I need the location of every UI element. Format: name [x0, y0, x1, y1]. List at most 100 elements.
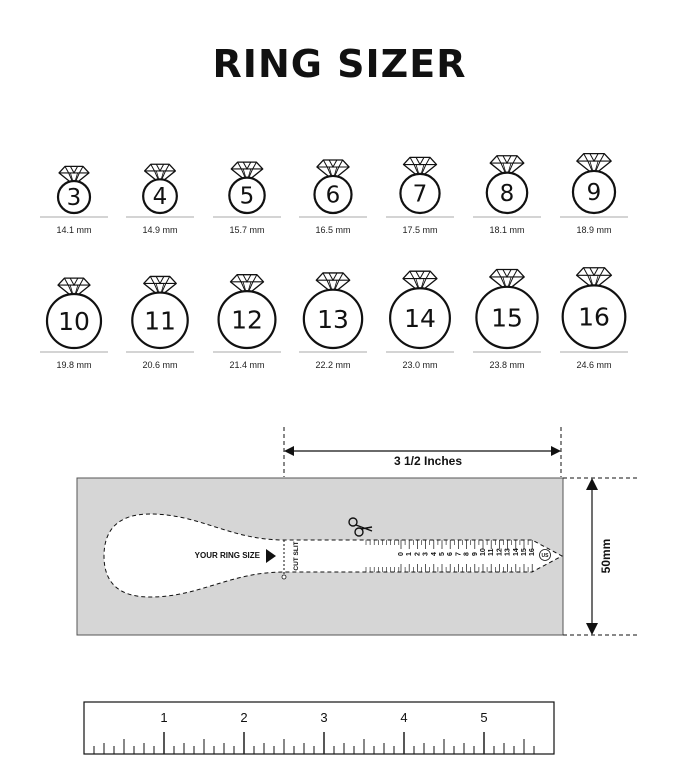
arrowhead-left-icon — [284, 446, 294, 456]
strip-scale-number: 3 — [423, 552, 430, 556]
ring-mm-label: 22.2 mm — [315, 360, 350, 370]
height-label: 50mm — [599, 539, 613, 574]
ring-circle — [571, 169, 617, 215]
ring-mm-label: 18.1 mm — [489, 225, 524, 235]
ring-circle — [302, 288, 364, 350]
arrowhead-right-icon — [551, 446, 561, 456]
inch-ruler — [83, 701, 555, 755]
strip-scale-number: 7 — [455, 552, 462, 556]
ruler-number: 1 — [160, 710, 167, 725]
ring-mm-label: 20.6 mm — [142, 360, 177, 370]
ring-mm-label: 23.0 mm — [402, 360, 437, 370]
ring-size-number: 6 — [326, 182, 341, 208]
pointer-arrow-icon — [266, 549, 276, 563]
ruler-number: 4 — [400, 710, 407, 725]
ring-circle — [485, 171, 529, 215]
ring-size-number: 14 — [404, 304, 436, 333]
ring-circle — [45, 292, 103, 350]
width-dimension: 3 1/2 Inches — [283, 427, 562, 477]
height-dimension: 50mm — [563, 477, 640, 636]
page-title: RING SIZER — [212, 42, 467, 86]
ring-mm-label: 19.8 mm — [56, 360, 91, 370]
ring-size-number: 9 — [587, 180, 602, 206]
ring-mm-label: 24.6 mm — [576, 360, 611, 370]
ring-size-number: 4 — [153, 184, 168, 210]
ring-size-4: 4 14.9 mm — [126, 163, 194, 235]
strip-scale-number: 5 — [439, 552, 446, 556]
strip-scale-number: 10 — [480, 548, 487, 556]
scissors-icon — [348, 517, 373, 537]
ring-circle — [399, 172, 441, 215]
strip-scale-number: 15 — [521, 548, 528, 556]
ring-size-number: 12 — [231, 306, 263, 335]
diamond-icon — [58, 165, 90, 186]
ruler-ticks: 1 2 3 4 5 — [93, 710, 535, 754]
ring-mm-label: 16.5 mm — [315, 225, 350, 235]
ring-size-15: 15 23.8 mm — [473, 268, 541, 370]
strip-scale-number: 16 — [529, 548, 536, 556]
strip-scale-number: 2 — [414, 552, 421, 556]
ring-mm-label: 17.5 mm — [402, 225, 437, 235]
ring-size-10: 10 19.8 mm — [40, 277, 108, 370]
diamond-icon — [230, 161, 264, 183]
ring-size-number: 10 — [58, 307, 90, 336]
ring-size-number: 7 — [413, 181, 428, 207]
ring-size-7: 7 17.5 mm — [386, 156, 454, 235]
ruler-number: 5 — [480, 710, 487, 725]
ring-mm-label: 21.4 mm — [229, 360, 264, 370]
ring-size-13: 13 22.2 mm — [299, 272, 367, 370]
diamond-icon — [576, 152, 612, 176]
width-label: 3 1/2 Inches — [394, 454, 462, 468]
us-label: US — [542, 553, 550, 559]
arrowhead-up-icon — [586, 478, 598, 490]
ring-circle — [389, 287, 451, 350]
ring-size-16: 16 24.6 mm — [560, 267, 628, 370]
ring-mm-label: 14.9 mm — [142, 225, 177, 235]
strip-scale-number: 4 — [431, 552, 438, 556]
ring-circle — [561, 284, 627, 350]
diamond-icon — [575, 267, 613, 291]
ring-circle — [142, 178, 178, 215]
strip-scale-number: 14 — [513, 548, 520, 556]
ruler-number: 3 — [320, 710, 327, 725]
ring-mm-label: 15.7 mm — [229, 225, 264, 235]
ring-mm-label: 14.1 mm — [56, 225, 91, 235]
ring-size-14: 14 23.0 mm — [386, 270, 454, 370]
your-ring-size-label: YOUR RING SIZE — [195, 551, 261, 560]
ring-mm-label: 23.8 mm — [489, 360, 524, 370]
ring-size-8: 8 18.1 mm — [473, 155, 541, 235]
ring-circle — [131, 291, 189, 350]
ring-circle — [56, 179, 92, 215]
ruler-number: 2 — [240, 710, 247, 725]
ring-size-6: 6 16.5 mm — [299, 159, 367, 235]
strip-scale-number: 13 — [505, 548, 512, 556]
strip-scale-number: 0 — [398, 552, 405, 556]
ring-size-9: 9 18.9 mm — [560, 152, 628, 235]
ring-circle — [228, 176, 266, 215]
cut-slit-label: CUT SLIT — [293, 541, 300, 570]
strip-scale-number: 9 — [472, 552, 479, 556]
ring-circle — [475, 285, 539, 350]
strip-scale-number: 1 — [406, 552, 413, 556]
ring-size-chart: 3 14.1 mm 4 14.9 mm 5 15.7 mm 6 16.5 mm 7 17.5 mm… — [40, 152, 628, 370]
ring-size-number: 5 — [240, 183, 255, 209]
ring-size-11: 11 20.6 mm — [126, 275, 194, 370]
diamond-icon — [402, 156, 438, 179]
ring-mm-label: 18.9 mm — [576, 225, 611, 235]
diamond-icon — [489, 268, 525, 292]
strip-scale-number: 8 — [464, 552, 471, 556]
ring-size-number: 16 — [578, 303, 610, 332]
ring-size-number: 15 — [491, 303, 523, 332]
ring-size-3: 3 14.1 mm — [40, 165, 108, 235]
us-badge — [539, 549, 551, 561]
ring-size-number: 8 — [500, 181, 515, 207]
ring-size-number: 13 — [317, 305, 349, 334]
ring-size-5: 5 15.7 mm — [213, 161, 281, 235]
diamond-icon — [402, 270, 438, 293]
ring-circle — [313, 174, 353, 215]
ring-size-number: 3 — [67, 185, 82, 211]
ring-size-number: 11 — [144, 306, 176, 335]
strip-scale-number: 11 — [488, 548, 495, 556]
